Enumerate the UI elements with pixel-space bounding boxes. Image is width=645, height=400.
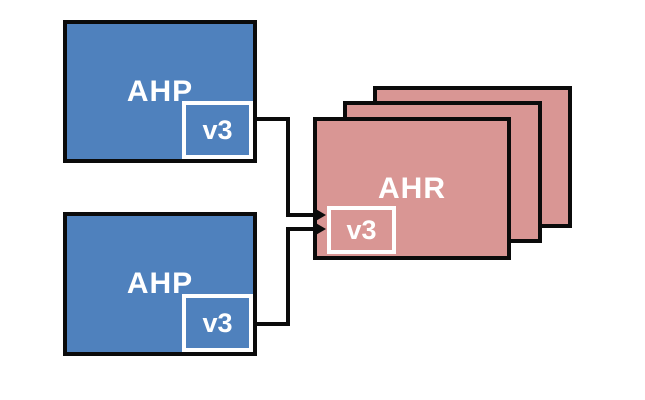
ahp-bottom-label: AHP: [126, 267, 194, 300]
ahp-box-top: AHP v3: [63, 20, 257, 163]
ahr-v3-badge: v3: [327, 206, 396, 254]
ahp-top-v3-badge: v3: [182, 101, 253, 159]
ahp-bottom-v3-badge: v3: [182, 294, 253, 352]
ahp-top-v3-badge-label: v3: [202, 114, 233, 145]
ahp-box-bottom: AHP v3: [63, 212, 257, 356]
connector-bottom-line: [254, 227, 314, 326]
ahr-box: AHR v3: [313, 117, 511, 260]
ahp-bottom-v3-badge-label: v3: [202, 307, 233, 338]
ahr-v3-badge-label: v3: [346, 214, 377, 245]
connector-top-line: [254, 117, 314, 217]
ahr-label: AHR: [378, 171, 446, 205]
ahp-top-label: AHP: [126, 74, 194, 108]
